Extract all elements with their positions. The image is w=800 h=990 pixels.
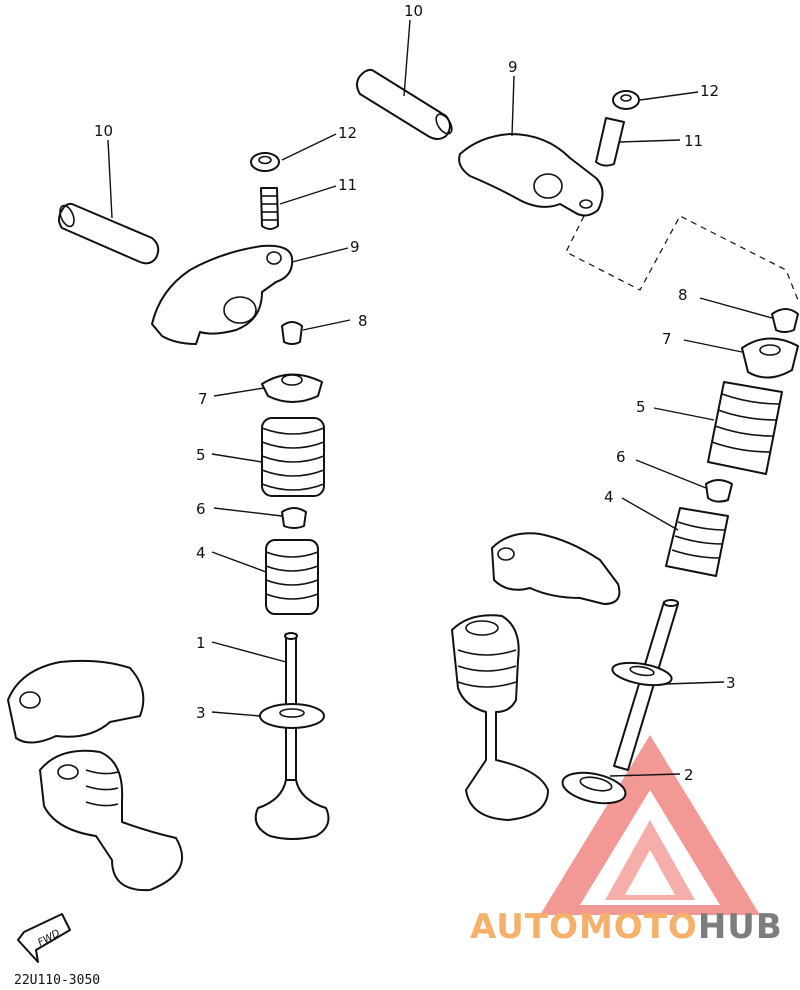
- rocker-arm-right: [458, 133, 604, 217]
- adjusting-screw-right: [595, 117, 625, 167]
- callout-11-left: 11: [338, 176, 357, 194]
- callout-6-right: 6: [616, 448, 626, 466]
- callout-6-left: 6: [196, 500, 206, 518]
- phantom-guide-line: [565, 215, 799, 301]
- callout-7-right: 7: [662, 330, 672, 348]
- callout-3-right: 3: [726, 674, 736, 692]
- rocker-shaft-right: [356, 68, 453, 140]
- callout-1: 1: [196, 634, 206, 652]
- spring-seat-right: [611, 661, 673, 687]
- callout-7-left: 7: [198, 390, 208, 408]
- assembled-valve-sketch-center: [451, 532, 621, 821]
- rocker-arm-left: [151, 244, 294, 345]
- watermark-text-part1: AUTOMOTO: [470, 907, 698, 947]
- valve-stem-seal-right: [705, 479, 733, 503]
- locknut-left: [250, 152, 280, 172]
- valve-left: [254, 632, 330, 840]
- spring-retainer-right: [741, 337, 799, 379]
- locknut-right: [612, 90, 640, 110]
- callout-5-left: 5: [196, 446, 206, 464]
- rocker-shaft-left: [58, 202, 160, 265]
- outer-valve-spring-right: [707, 381, 783, 475]
- callout-10-right: 10: [404, 2, 423, 20]
- callout-12-right: 12: [700, 82, 719, 100]
- callout-4-right: 4: [604, 488, 614, 506]
- callout-8-left: 8: [358, 312, 368, 330]
- callout-11-right: 11: [684, 132, 703, 150]
- callout-8-right: 8: [678, 286, 688, 304]
- assembled-valve-sketch-left: [7, 659, 183, 892]
- callout-12-left: 12: [338, 124, 357, 142]
- callout-9-right: 9: [508, 58, 518, 76]
- valve-stem-seal-left: [281, 507, 307, 529]
- callout-2: 2: [684, 766, 694, 784]
- valve-cotter-right: [771, 308, 799, 333]
- valve-right: [561, 599, 679, 805]
- watermark-text-part2: HUB: [698, 907, 783, 947]
- outer-valve-spring-left: [261, 417, 325, 497]
- callout-9-left: 9: [350, 238, 360, 256]
- adjusting-screw-left: [260, 187, 279, 230]
- inner-valve-spring-right: [665, 507, 729, 577]
- valve-cotter-left: [281, 321, 303, 345]
- watermark-logo-icon: [540, 735, 760, 915]
- spring-seat-left: [259, 703, 325, 729]
- callout-3-left: 3: [196, 704, 206, 722]
- inner-valve-spring-left: [265, 539, 319, 615]
- part-code: 22U110-3050: [14, 973, 100, 988]
- callout-4-left: 4: [196, 544, 206, 562]
- spring-retainer-left: [261, 373, 323, 403]
- callout-5-right: 5: [636, 398, 646, 416]
- callout-10-left: 10: [94, 122, 113, 140]
- forward-direction-icon: FWD: [17, 913, 71, 963]
- watermark-text: AUTOMOTOHUB: [470, 907, 783, 947]
